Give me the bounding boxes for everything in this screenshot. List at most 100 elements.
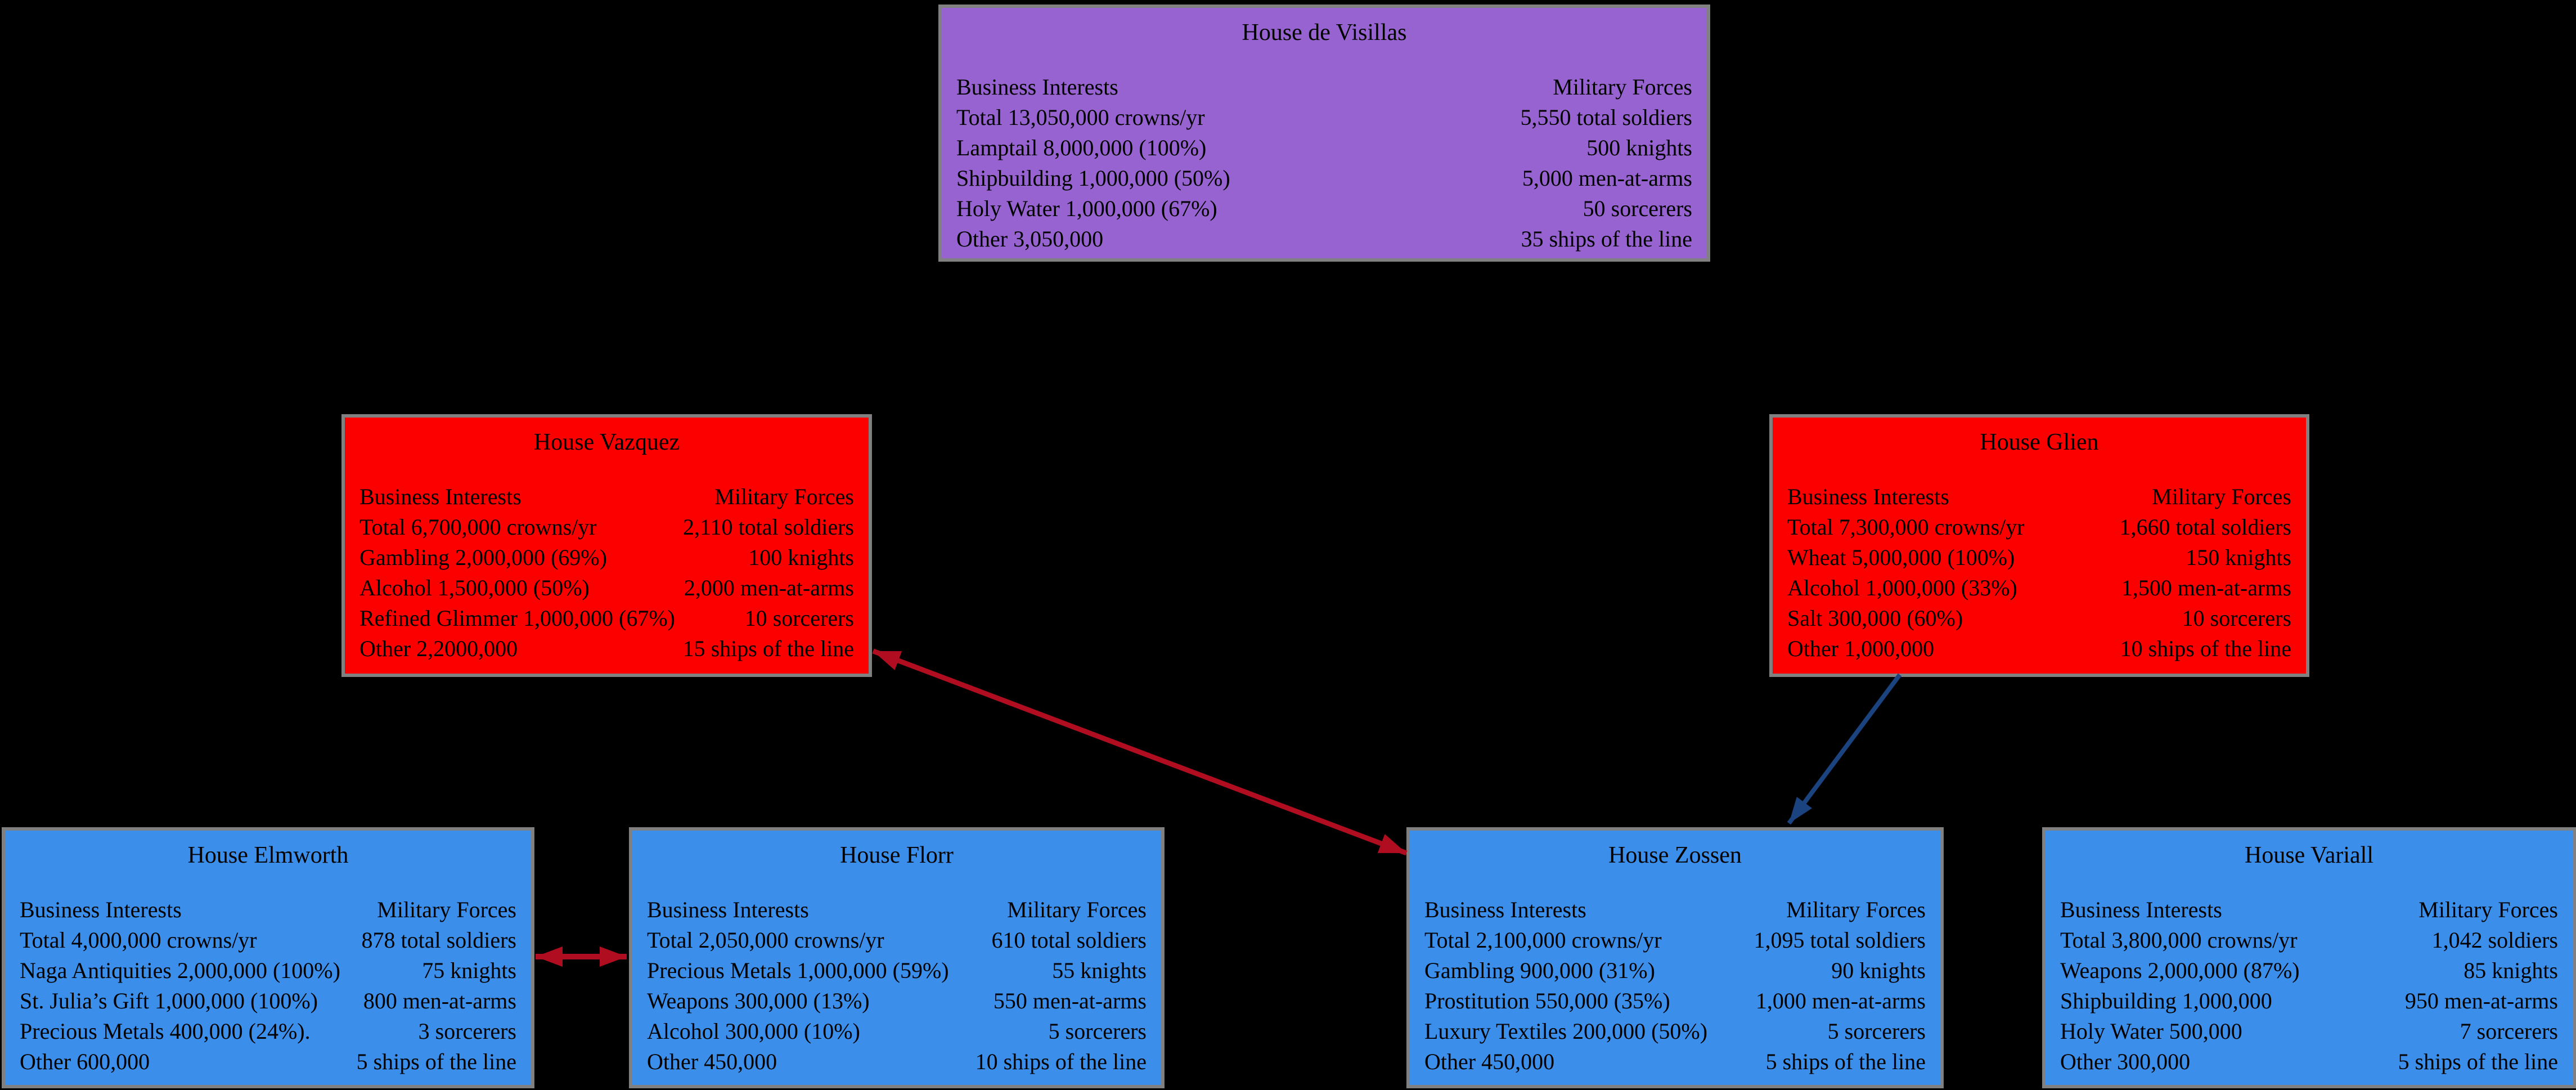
military-forces-header: Military Forces bbox=[714, 484, 854, 509]
detail-row: Refined Glimmer 1,000,000 (67%) 10 sorce… bbox=[359, 603, 854, 634]
business-item: Total 13,050,000 crowns/yr bbox=[956, 105, 1205, 130]
detail-row: Total 3,800,000 crowns/yr 1,042 soldiers bbox=[2060, 925, 2558, 956]
column-headers-row: Business Interests Military Forces bbox=[2060, 895, 2558, 925]
detail-row: Other 450,000 5 ships of the line bbox=[1424, 1047, 1926, 1077]
military-item: 50 sorcerers bbox=[1583, 196, 1692, 221]
business-item: Naga Antiquities 2,000,000 (100%) bbox=[20, 958, 340, 983]
military-item: 75 knights bbox=[422, 958, 516, 983]
military-item: 2,110 total soldiers bbox=[682, 514, 854, 540]
business-item: Other 450,000 bbox=[647, 1049, 777, 1074]
detail-row: Other 600,000 5 ships of the line bbox=[20, 1047, 516, 1077]
military-item: 878 total soldiers bbox=[361, 927, 516, 953]
business-interests-header: Business Interests bbox=[359, 484, 522, 509]
military-item: 1,660 total soldiers bbox=[2119, 514, 2291, 540]
business-item: Alcohol 1,000,000 (33%) bbox=[1787, 575, 2017, 600]
detail-row: Shipbuilding 1,000,000 (50%) 5,000 men-a… bbox=[956, 163, 1692, 194]
detail-row: Precious Metals 400,000 (24%). 3 sorcere… bbox=[20, 1016, 516, 1047]
house-box-florr: House Florr Business Interests Military … bbox=[629, 827, 1165, 1088]
house-box-zossen: House Zossen Business Interests Military… bbox=[1406, 827, 1944, 1088]
house-details: Business Interests Military Forces Total… bbox=[20, 895, 516, 1077]
house-title: House Glien bbox=[1980, 429, 2099, 455]
detail-row: Other 1,000,000 10 ships of the line bbox=[1787, 634, 2291, 664]
detail-row: St. Julia’s Gift 1,000,000 (100%) 800 me… bbox=[20, 986, 516, 1016]
business-item: Holy Water 1,000,000 (67%) bbox=[956, 196, 1217, 221]
military-item: 1,042 soldiers bbox=[2431, 927, 2558, 953]
house-title: House Vazquez bbox=[533, 429, 680, 455]
military-item: 550 men-at-arms bbox=[993, 988, 1147, 1013]
business-item: Shipbuilding 1,000,000 (50%) bbox=[956, 165, 1230, 191]
business-item: Lamptail 8,000,000 (100%) bbox=[956, 135, 1207, 160]
military-item: 1,500 men-at-arms bbox=[2121, 575, 2291, 600]
house-details: Business Interests Military Forces Total… bbox=[647, 895, 1147, 1077]
detail-row: Other 2,2000,000 15 ships of the line bbox=[359, 634, 854, 664]
column-headers-row: Business Interests Military Forces bbox=[956, 72, 1692, 102]
military-item: 950 men-at-arms bbox=[2404, 988, 2558, 1013]
business-interests-header: Business Interests bbox=[647, 897, 809, 922]
business-item: Total 2,050,000 crowns/yr bbox=[647, 927, 884, 953]
business-item: Total 3,800,000 crowns/yr bbox=[2060, 927, 2298, 953]
business-item: Other 2,2000,000 bbox=[359, 636, 518, 661]
business-item: Total 7,300,000 crowns/yr bbox=[1787, 514, 2025, 540]
detail-row: Total 6,700,000 crowns/yr 2,110 total so… bbox=[359, 512, 854, 542]
business-item: Other 300,000 bbox=[2060, 1049, 2191, 1074]
military-item: 15 ships of the line bbox=[682, 636, 854, 661]
military-item: 35 ships of the line bbox=[1521, 226, 1692, 252]
military-item: 10 sorcerers bbox=[2182, 605, 2291, 631]
military-forces-header: Military Forces bbox=[1786, 897, 1926, 922]
military-item: 800 men-at-arms bbox=[363, 988, 516, 1013]
military-item: 55 knights bbox=[1052, 958, 1147, 983]
business-item: Weapons 300,000 (13%) bbox=[647, 988, 870, 1013]
detail-row: Wheat 5,000,000 (100%) 150 knights bbox=[1787, 542, 2291, 573]
house-box-variall: House Variall Business Interests Militar… bbox=[2042, 827, 2576, 1088]
military-item: 7 sorcerers bbox=[2460, 1019, 2558, 1044]
detail-row: Total 13,050,000 crowns/yr 5,550 total s… bbox=[956, 102, 1692, 133]
business-item: Wheat 5,000,000 (100%) bbox=[1787, 545, 2015, 570]
detail-row: Other 450,000 10 ships of the line bbox=[647, 1047, 1147, 1077]
business-item: Precious Metals 400,000 (24%). bbox=[20, 1019, 311, 1044]
business-item: Gambling 2,000,000 (69%) bbox=[359, 545, 607, 570]
house-box-de-visillas: House de Visillas Business Interests Mil… bbox=[938, 5, 1710, 262]
house-title: House Zossen bbox=[1608, 842, 1742, 868]
military-item: 5 ships of the line bbox=[2398, 1049, 2558, 1074]
business-interests-header: Business Interests bbox=[956, 74, 1118, 100]
house-details: Business Interests Military Forces Total… bbox=[956, 72, 1692, 254]
house-box-vazquez: House Vazquez Business Interests Militar… bbox=[341, 414, 872, 677]
military-item: 610 total soldiers bbox=[991, 927, 1147, 953]
business-item: Other 600,000 bbox=[20, 1049, 150, 1074]
business-item: Alcohol 300,000 (10%) bbox=[647, 1019, 860, 1044]
column-headers-row: Business Interests Military Forces bbox=[359, 482, 854, 512]
business-item: Holy Water 500,000 bbox=[2060, 1019, 2242, 1044]
house-details: Business Interests Military Forces Total… bbox=[359, 482, 854, 664]
military-item: 100 knights bbox=[748, 545, 854, 570]
military-item: 5 sorcerers bbox=[1827, 1019, 1926, 1044]
business-item: Other 1,000,000 bbox=[1787, 636, 1935, 661]
detail-row: Weapons 300,000 (13%) 550 men-at-arms bbox=[647, 986, 1147, 1016]
house-title: House de Visillas bbox=[1242, 20, 1407, 46]
military-item: 90 knights bbox=[1831, 958, 1926, 983]
detail-row: Total 4,000,000 crowns/yr 878 total sold… bbox=[20, 925, 516, 956]
detail-row: Salt 300,000 (60%) 10 sorcerers bbox=[1787, 603, 2291, 634]
military-item: 1,095 total soldiers bbox=[1754, 927, 1926, 953]
business-item: Prostitution 550,000 (35%) bbox=[1424, 988, 1670, 1013]
house-box-glien: House Glien Business Interests Military … bbox=[1769, 414, 2309, 677]
business-item: Precious Metals 1,000,000 (59%) bbox=[647, 958, 949, 983]
detail-row: Holy Water 500,000 7 sorcerers bbox=[2060, 1016, 2558, 1047]
detail-row: Luxury Textiles 200,000 (50%) 5 sorcerer… bbox=[1424, 1016, 1926, 1047]
column-headers-row: Business Interests Military Forces bbox=[1787, 482, 2291, 512]
military-forces-header: Military Forces bbox=[2418, 897, 2558, 922]
business-item: Total 4,000,000 crowns/yr bbox=[20, 927, 257, 953]
business-item: Shipbuilding 1,000,000 bbox=[2060, 988, 2272, 1013]
detail-row: Total 2,100,000 crowns/yr 1,095 total so… bbox=[1424, 925, 1926, 956]
detail-row: Precious Metals 1,000,000 (59%) 55 knigh… bbox=[647, 956, 1147, 986]
business-interests-header: Business Interests bbox=[20, 897, 182, 922]
detail-row: Alcohol 1,500,000 (50%) 2,000 men-at-arm… bbox=[359, 573, 854, 603]
column-headers-row: Business Interests Military Forces bbox=[1424, 895, 1926, 925]
business-interests-header: Business Interests bbox=[1424, 897, 1586, 922]
business-item: Salt 300,000 (60%) bbox=[1787, 605, 1963, 631]
house-details: Business Interests Military Forces Total… bbox=[1424, 895, 1926, 1077]
military-item: 5 ships of the line bbox=[1765, 1049, 1926, 1074]
business-item: Total 6,700,000 crowns/yr bbox=[359, 514, 597, 540]
detail-row: Gambling 900,000 (31%) 90 knights bbox=[1424, 956, 1926, 986]
detail-row: Total 2,050,000 crowns/yr 610 total sold… bbox=[647, 925, 1147, 956]
military-item: 10 ships of the line bbox=[2120, 636, 2291, 661]
